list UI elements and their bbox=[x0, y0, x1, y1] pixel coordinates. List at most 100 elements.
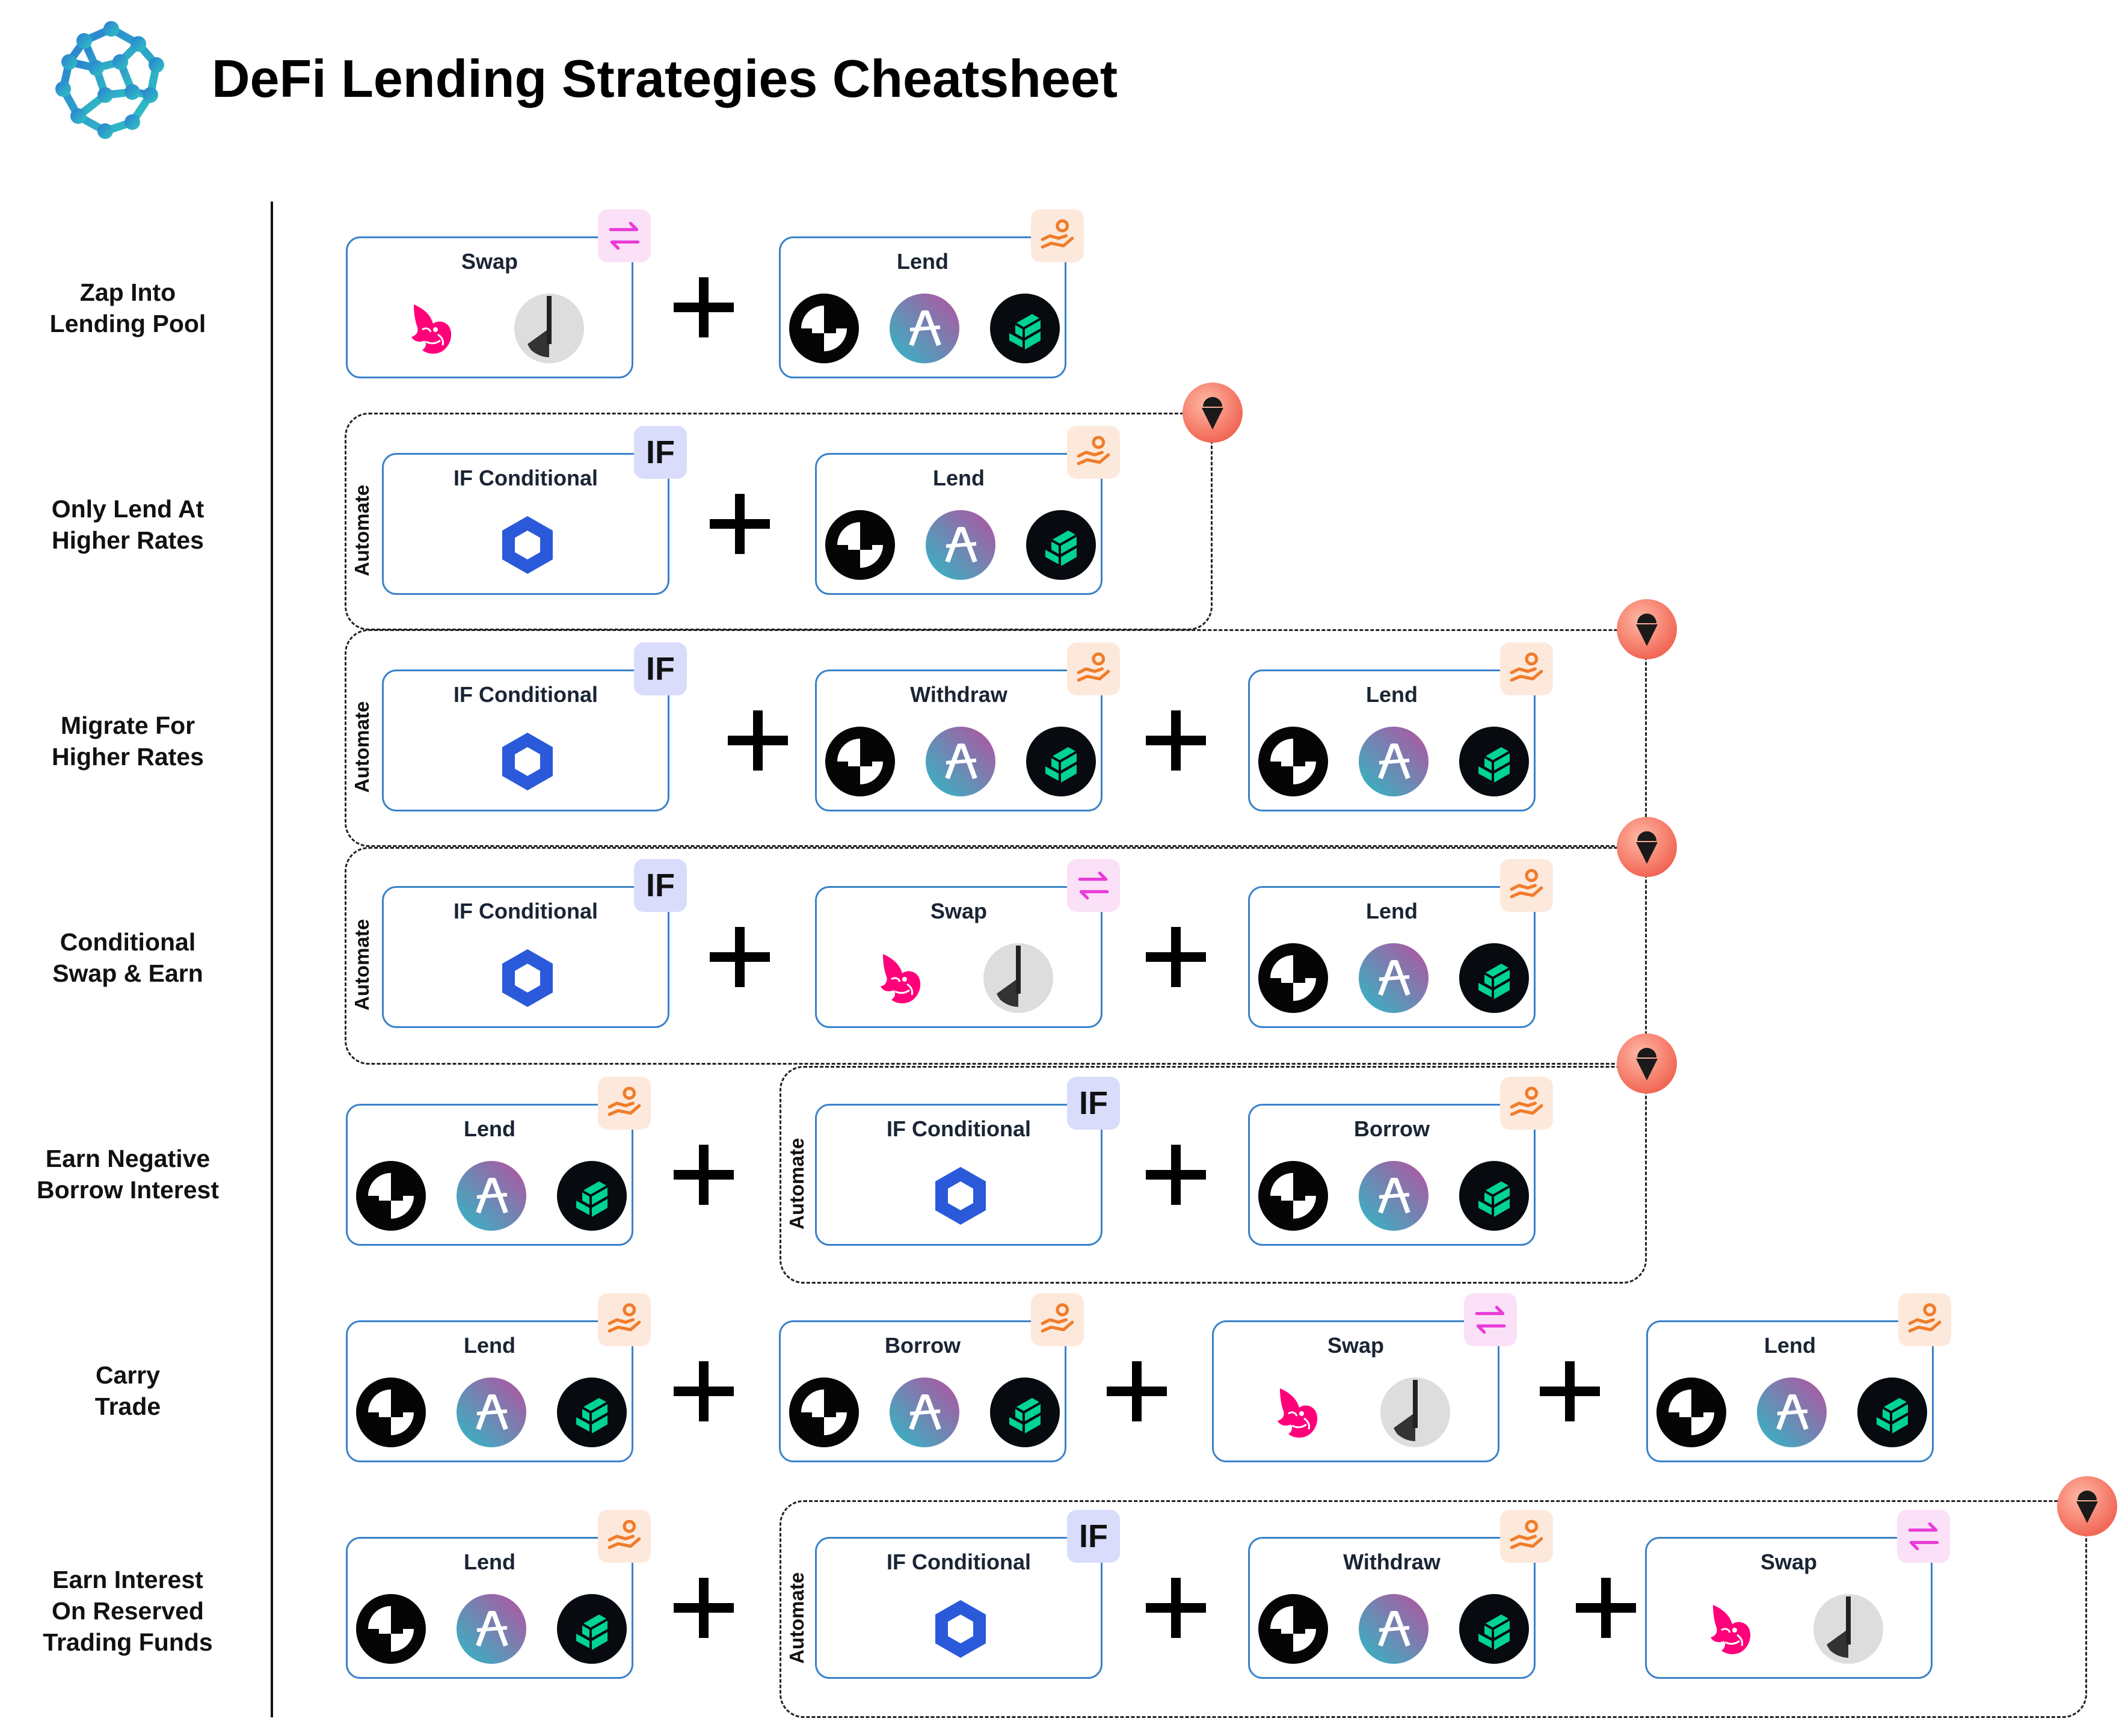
step-card: Swap bbox=[815, 859, 1120, 1028]
row-label-line: Zap Into bbox=[79, 279, 176, 306]
step-title: Swap bbox=[930, 899, 988, 923]
aave-icon bbox=[888, 1376, 961, 1448]
euler-icon bbox=[1257, 1593, 1329, 1665]
plus-icon bbox=[1146, 710, 1206, 771]
hand-coins-icon bbox=[598, 1077, 651, 1130]
compound-icon bbox=[1458, 1160, 1530, 1232]
step-card: Swap bbox=[1645, 1510, 1950, 1679]
step-title: IF Conditional bbox=[887, 1550, 1031, 1574]
step-title: Lend bbox=[1764, 1333, 1816, 1358]
euler-icon bbox=[1257, 942, 1329, 1014]
step-title: IF Conditional bbox=[887, 1116, 1031, 1141]
automate-label: Automate bbox=[351, 919, 373, 1011]
row-label-line: Carry bbox=[95, 1361, 161, 1389]
step-title: Swap bbox=[1327, 1333, 1385, 1358]
step-title: Lend bbox=[1366, 682, 1418, 707]
chainlink-hexagon-icon bbox=[491, 725, 564, 798]
step-card: Swap bbox=[1212, 1293, 1517, 1462]
step-title: Borrow bbox=[1354, 1116, 1430, 1141]
plus-icon bbox=[674, 1578, 734, 1638]
automate-group bbox=[780, 1066, 1647, 1284]
hand-coins-icon bbox=[598, 1293, 651, 1346]
swap-arrows-icon bbox=[598, 209, 651, 262]
step-title: Borrow bbox=[885, 1333, 961, 1358]
hand-coins-icon bbox=[1500, 859, 1553, 912]
if-icon: IF bbox=[634, 859, 687, 912]
row-label-line: Swap & Earn bbox=[52, 959, 203, 987]
compound-icon bbox=[1458, 942, 1530, 1014]
step-title: Lend bbox=[464, 1550, 515, 1574]
step-card: Withdraw bbox=[815, 642, 1120, 811]
aave-icon bbox=[1358, 942, 1430, 1014]
step-card: Withdraw bbox=[1248, 1510, 1553, 1679]
step-title: Lend bbox=[933, 466, 985, 490]
swap-arrows-icon bbox=[1464, 1293, 1517, 1346]
step-card: Lend bbox=[1248, 859, 1553, 1028]
step-title: Lend bbox=[897, 249, 949, 274]
step-card: Lend bbox=[346, 1293, 651, 1462]
step-card: IF Conditional IF bbox=[815, 1077, 1120, 1246]
hand-coins-icon bbox=[1031, 1293, 1084, 1346]
uniswap-icon bbox=[1262, 1376, 1334, 1448]
aave-icon bbox=[1756, 1376, 1828, 1448]
step-card: Lend bbox=[346, 1077, 651, 1246]
chainlink-hexagon-icon bbox=[924, 1593, 997, 1665]
hand-coins-icon bbox=[1067, 642, 1120, 695]
aave-icon bbox=[455, 1376, 527, 1448]
uniswap-icon bbox=[865, 942, 937, 1014]
step-title: Swap bbox=[461, 249, 518, 274]
compound-icon bbox=[556, 1160, 628, 1232]
uniswap-icon bbox=[1695, 1593, 1767, 1665]
page-title: DeFi Lending Strategies Cheatsheet bbox=[212, 49, 1118, 108]
plus-icon bbox=[1146, 1578, 1206, 1638]
automate-group bbox=[345, 847, 1647, 1065]
automate-group bbox=[345, 629, 1647, 847]
step-card: Lend bbox=[1646, 1293, 1951, 1462]
hand-coins-icon bbox=[1031, 209, 1084, 262]
aave-icon bbox=[455, 1160, 527, 1232]
plus-icon bbox=[1540, 1361, 1600, 1421]
aave-icon bbox=[924, 509, 997, 581]
euler-icon bbox=[824, 509, 896, 581]
step-title: IF Conditional bbox=[454, 466, 598, 490]
row-label-line: Borrow Interest bbox=[37, 1176, 219, 1204]
row-label-line: Earn Negative bbox=[45, 1145, 211, 1172]
hand-coins-icon bbox=[1500, 1510, 1553, 1563]
hand-coins-icon bbox=[1500, 642, 1553, 695]
euler-icon bbox=[1257, 1160, 1329, 1232]
plus-icon bbox=[728, 710, 788, 771]
brain-network-logo bbox=[48, 17, 174, 146]
plus-icon bbox=[1146, 1145, 1206, 1205]
label-divider bbox=[271, 202, 273, 1717]
euler-icon bbox=[788, 292, 860, 365]
automate-label: Automate bbox=[786, 1572, 808, 1664]
gelato-pin-icon bbox=[1182, 383, 1243, 443]
swap-arrows-icon bbox=[1067, 859, 1120, 912]
if-icon: IF bbox=[1067, 1077, 1120, 1130]
plus-icon bbox=[674, 1361, 734, 1421]
step-card: Lend bbox=[1248, 642, 1553, 811]
aave-icon bbox=[1358, 1160, 1430, 1232]
hand-coins-icon bbox=[1067, 426, 1120, 479]
euler-icon bbox=[355, 1160, 427, 1232]
row-label-line: Higher Rates bbox=[52, 743, 204, 771]
euler-icon bbox=[1655, 1376, 1727, 1448]
row-label-line: Trade bbox=[94, 1393, 161, 1420]
automate-label: Automate bbox=[786, 1137, 808, 1230]
step-title: IF Conditional bbox=[454, 899, 598, 923]
row-label-line: Lending Pool bbox=[49, 310, 206, 337]
row-label-line: Earn Interest bbox=[52, 1566, 203, 1593]
step-card: Borrow bbox=[1248, 1077, 1553, 1246]
compound-icon bbox=[989, 292, 1061, 365]
row-label-line: Only Lend At bbox=[51, 495, 205, 523]
plus-icon bbox=[710, 927, 770, 987]
step-title: Lend bbox=[1366, 899, 1418, 923]
chainlink-hexagon-icon bbox=[491, 509, 564, 581]
